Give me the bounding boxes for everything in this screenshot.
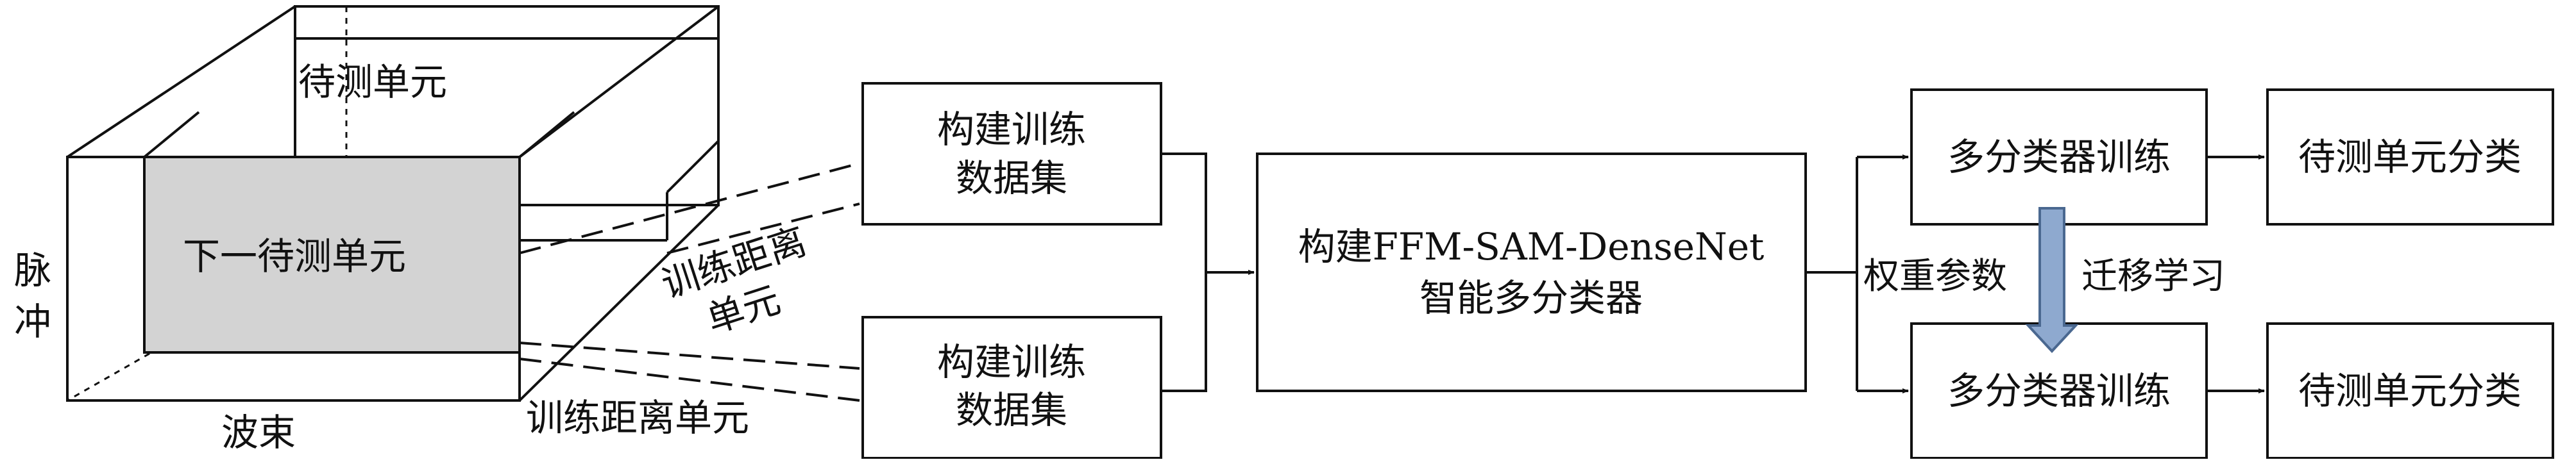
classifier-box-line1: 构建FFM-SAM-DenseNet (1298, 225, 1765, 268)
pulse-axis-label-2: 冲 (14, 300, 51, 343)
training-leader (519, 162, 860, 254)
training-cells-lower-label: 训练距离单元 (526, 396, 749, 440)
result-box-1 (2266, 88, 2554, 226)
inner-edge (143, 111, 200, 158)
slab-edge (666, 140, 720, 194)
dataset-box-1-line2: 数据集 (956, 156, 1067, 200)
data-cube: 待测单元 下一待测单元 脉 冲 波束 (14, 5, 720, 454)
transfer-arrow-icon (2025, 207, 2079, 353)
result-box-1-label: 待测单元分类 (2298, 135, 2521, 179)
weights-label: 权重参数 (1863, 256, 2007, 297)
hidden-edge (67, 335, 180, 402)
beam-axis-label: 波束 (221, 411, 296, 454)
dataset-box-2-frame (861, 316, 1162, 459)
result-box-2-label: 待测单元分类 (2298, 369, 2521, 413)
pulse-axis-label-1: 脉 (14, 249, 51, 292)
classifier-box-line2: 智能多分类器 (1419, 276, 1643, 320)
dataset-box-2-line1: 构建训练 (937, 340, 1086, 384)
merge-bracket (1161, 153, 1207, 392)
classifier-box: 构建FFM-SAM-DenseNet 智能多分类器 (1256, 153, 1807, 392)
cell-under-test-label: 待测单元 (298, 60, 447, 104)
result-box-2 (2266, 322, 2554, 459)
train-row-1: 多分类器训练 待测单元分类 (1910, 88, 2554, 226)
top-left-edge (66, 5, 296, 158)
training-cell-leaders: 训练距离 单元 训练距离单元 (519, 162, 860, 440)
transfer-label: 迁移学习 (2081, 256, 2225, 297)
training-leader (519, 358, 860, 402)
dataset-box-2: 构建训练 数据集 (861, 316, 1162, 459)
next-cell-label: 下一待测单元 (183, 235, 406, 278)
dataset-box-1: 构建训练 数据集 (861, 82, 1162, 226)
top-right-edge (518, 5, 720, 158)
dataset-box-1-line1: 构建训练 (937, 108, 1086, 151)
dataset-box-1-frame (861, 82, 1162, 226)
split-connector: 权重参数 (1806, 154, 2007, 393)
train-box-2-label: 多分类器训练 (1947, 369, 2171, 413)
merge-connector (1161, 153, 1255, 392)
inner-edge (518, 111, 575, 158)
bottom-right-edge (518, 204, 720, 402)
classifier-box-frame (1256, 153, 1807, 392)
transfer-learning: 迁移学习 (2025, 207, 2225, 353)
train-box-1-label: 多分类器训练 (1947, 135, 2171, 179)
next-cell-box (143, 156, 521, 354)
training-leader (666, 202, 860, 254)
train-row-2: 多分类器训练 待测单元分类 (1910, 322, 2554, 459)
train-box-2 (1910, 322, 2208, 459)
dataset-box-2-line2: 数据集 (956, 388, 1067, 432)
training-leader (519, 342, 860, 370)
